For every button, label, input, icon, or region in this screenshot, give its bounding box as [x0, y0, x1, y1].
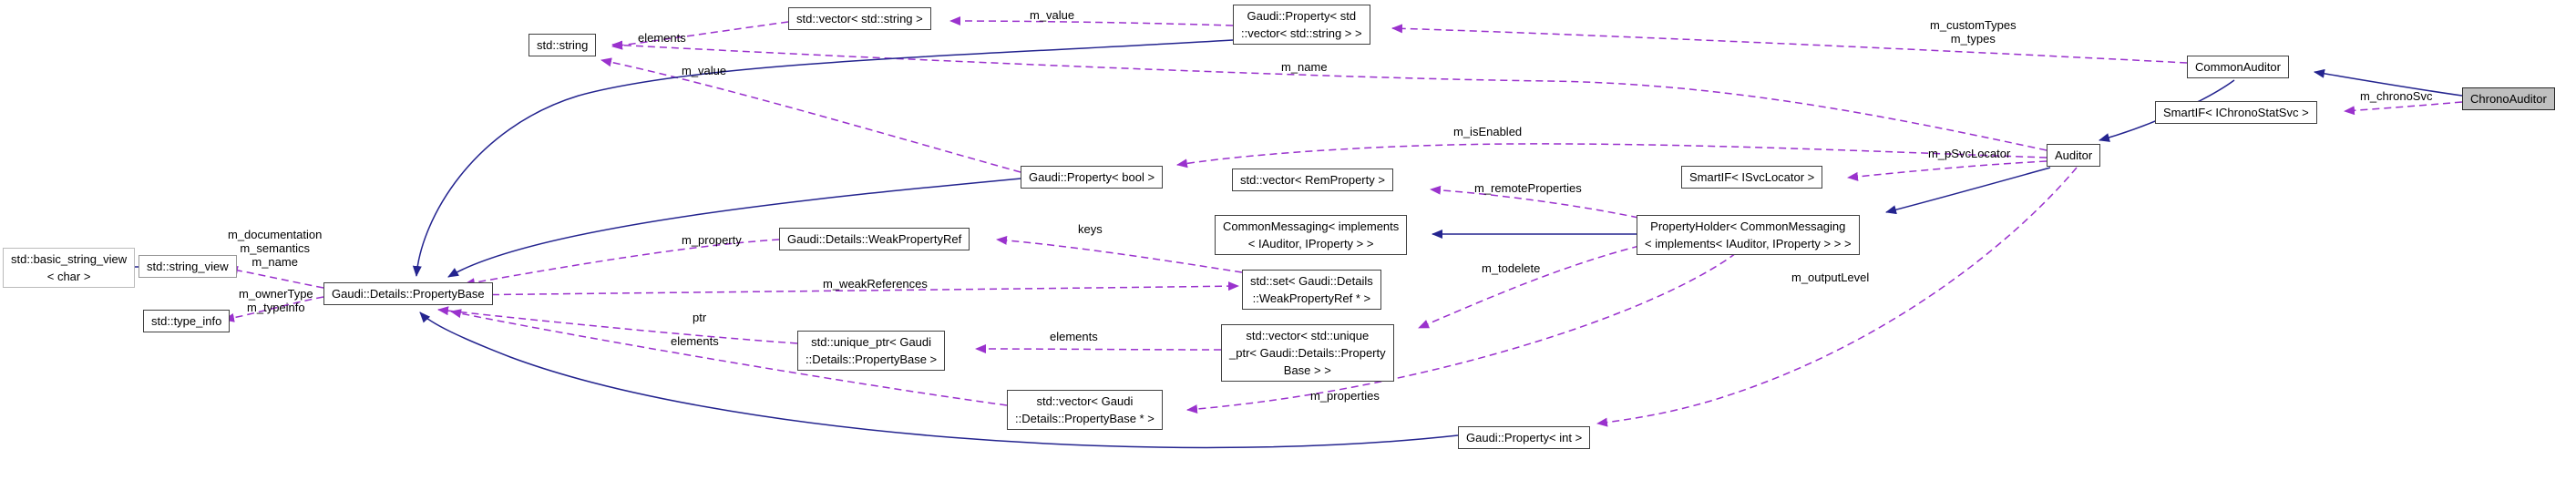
- node-property-holder[interactable]: PropertyHolder< CommonMessaging < implem…: [1637, 215, 1860, 255]
- edge-label-m-property: m_property: [682, 233, 742, 247]
- edge-label-elements-pb: elements: [671, 334, 719, 348]
- node-weak-property-ref[interactable]: Gaudi::Details::WeakPropertyRef: [779, 228, 970, 250]
- edge-inherit-auditor-holder: [1885, 167, 2051, 215]
- edge-elements-pb: [450, 309, 1008, 406]
- node-property-bool[interactable]: Gaudi::Property< bool >: [1021, 166, 1164, 189]
- edge-label-m-name: m_name: [1281, 60, 1328, 74]
- edge-label-m-outputlevel: m_outputLevel: [1791, 271, 1870, 284]
- node-property-int[interactable]: Gaudi::Property< int >: [1458, 426, 1591, 449]
- node-unique-ptr-property-base[interactable]: std::unique_ptr< Gaudi ::Details::Proper…: [797, 331, 946, 371]
- edge-label-m-chronosvc: m_chronoSvc: [2360, 89, 2433, 103]
- node-property-base[interactable]: Gaudi::Details::PropertyBase: [323, 282, 493, 305]
- node-common-messaging[interactable]: CommonMessaging< implements < IAuditor, …: [1215, 215, 1408, 255]
- edge-inherit-propbool-base: [447, 178, 1021, 278]
- node-smartif-ichronostatsvc[interactable]: SmartIF< IChronoStatSvc >: [2155, 101, 2317, 124]
- edge-label-m-remoteproperties: m_remoteProperties: [1474, 181, 1582, 195]
- edge-inherit-propint-base: [419, 311, 1459, 449]
- node-vector-property-base-ptr[interactable]: std::vector< Gaudi ::Details::PropertyBa…: [1007, 390, 1163, 430]
- edge-m-property: [464, 239, 780, 288]
- edge-inherit-chrono-common: [2314, 68, 2463, 97]
- edge-ptr: [437, 306, 798, 344]
- edge-label-m-ownertype: m_ownerType m_typeinfo: [239, 287, 313, 314]
- edge-m-value-string: [600, 57, 1021, 173]
- edge-label-m-todelete: m_todelete: [1482, 261, 1541, 275]
- node-common-auditor[interactable]: CommonAuditor: [2187, 56, 2289, 78]
- node-vector-unique-ptr[interactable]: std::vector< std::unique _ptr< Gaudi::De…: [1221, 324, 1394, 382]
- edge-m-customtypes: [1391, 24, 2188, 64]
- edge-m-isenabled: [1176, 143, 2047, 169]
- edge-m-todelete: [1418, 245, 1640, 329]
- edge-m-value-prop-to-vector: [949, 16, 1234, 26]
- edge-m-ownertype: [223, 296, 324, 322]
- edge-m-psvclocator: [1847, 160, 2047, 181]
- edge-m-properties: [1186, 252, 1737, 414]
- edge-elements-vector-to-string: [611, 21, 789, 50]
- node-string-view[interactable]: std::string_view: [139, 255, 237, 278]
- node-chrono-auditor[interactable]: ChronoAuditor: [2462, 87, 2555, 110]
- edge-label-m-psvclocator: m_pSvcLocator: [1928, 147, 2011, 160]
- edge-elements-unique: [975, 344, 1222, 354]
- edge-label-m-value-top: m_value: [1030, 8, 1075, 22]
- node-vector-string[interactable]: std::vector< std::string >: [788, 7, 931, 30]
- edge-label-m-documentation: m_documentation m_semantics m_name: [228, 228, 323, 269]
- edge-m-chronosvc: [2344, 101, 2463, 116]
- edge-label-m-isenabled: m_isEnabled: [1453, 125, 1523, 138]
- node-smartif-isvclocator[interactable]: SmartIF< ISvcLocator >: [1681, 166, 1823, 189]
- edge-m-outputlevel: [1596, 167, 2078, 427]
- edge-inherit-propvecstr-base: [412, 39, 1234, 277]
- edge-label-m-value-string: m_value: [682, 64, 727, 77]
- edge-m-documentation: [227, 265, 324, 289]
- edge-m-remoteproperties: [1430, 185, 1639, 219]
- edge-label-m-customtypes: m_customTypes m_types: [1930, 18, 2017, 46]
- node-basic-string-view[interactable]: std::basic_string_view < char >: [3, 248, 136, 288]
- node-std-string[interactable]: std::string: [529, 34, 597, 56]
- edge-label-m-properties: m_properties: [1310, 389, 1380, 403]
- edge-label-ptr: ptr: [693, 311, 707, 324]
- node-set-weak-property-ref[interactable]: std::set< Gaudi::Details ::WeakPropertyR…: [1242, 270, 1381, 310]
- edge-label-elements-top: elements: [638, 31, 686, 45]
- node-property-vector-string[interactable]: Gaudi::Property< std ::vector< std::stri…: [1233, 5, 1370, 45]
- node-type-info[interactable]: std::type_info: [143, 310, 231, 332]
- edge-keys: [996, 235, 1243, 273]
- node-vector-remproperty[interactable]: std::vector< RemProperty >: [1232, 169, 1393, 191]
- edge-m-name: [611, 40, 2047, 151]
- edge-label-keys: keys: [1078, 222, 1103, 236]
- edge-label-m-weakreferences: m_weakReferences: [823, 277, 928, 291]
- edge-label-elements-unique: elements: [1050, 330, 1098, 343]
- node-auditor[interactable]: Auditor: [2047, 144, 2101, 167]
